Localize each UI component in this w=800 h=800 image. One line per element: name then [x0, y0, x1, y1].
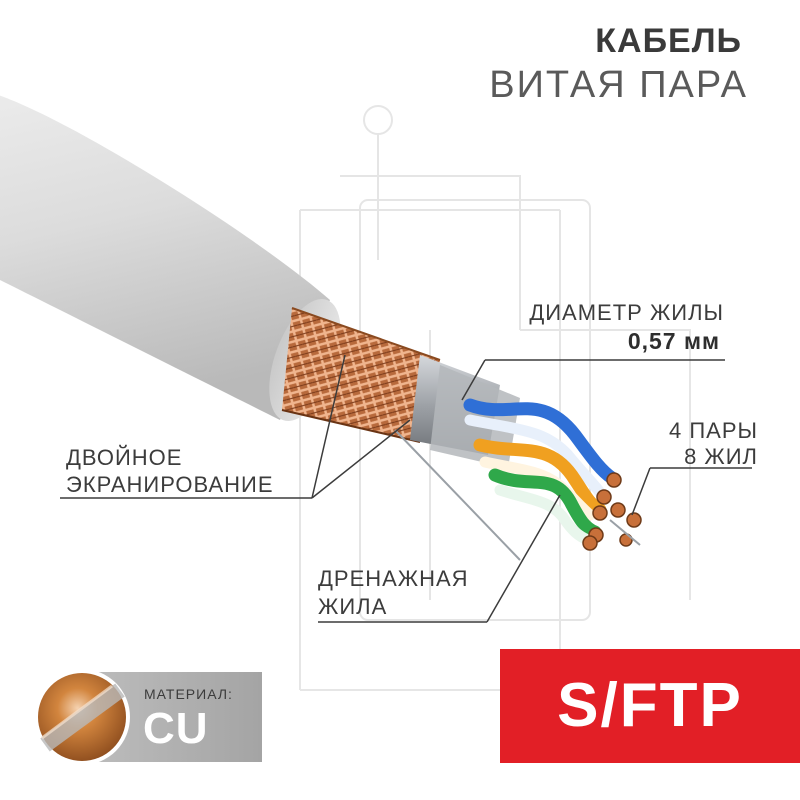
- shield-label-line-1: ДВОЙНОЕ: [66, 445, 183, 470]
- cable-type-text: S/FTP: [557, 671, 743, 740]
- callout-lines: [60, 354, 752, 623]
- cable-type-badge: S/FTP: [500, 649, 800, 763]
- drain-label-line-1: ДРЕНАЖНАЯ: [318, 566, 469, 591]
- material-label: МАТЕРИАЛ:: [144, 686, 233, 702]
- drain-label-line-2: ЖИЛА: [318, 594, 388, 619]
- cores-label: 8 ЖИЛ: [684, 444, 758, 469]
- material-panel-graphic: [34, 669, 262, 765]
- drain-wire: [394, 429, 641, 561]
- title-line-1: КАБЕЛЬ: [595, 22, 742, 60]
- diameter-value: 0,57 мм: [627, 328, 720, 354]
- twisted-pairs: [463, 398, 619, 546]
- material-value: CU: [143, 704, 209, 753]
- pairs-label: 4 ПАРЫ: [669, 418, 758, 443]
- braid-shield: [281, 307, 441, 443]
- shield-label-line-2: ЭКРАНИРОВАНИЕ: [66, 472, 274, 497]
- title-line-2: ВИТАЯ ПАРА: [489, 64, 748, 106]
- copper-conductors: [582, 472, 642, 551]
- diameter-label: ДИАМЕТР ЖИЛЫ: [529, 300, 724, 325]
